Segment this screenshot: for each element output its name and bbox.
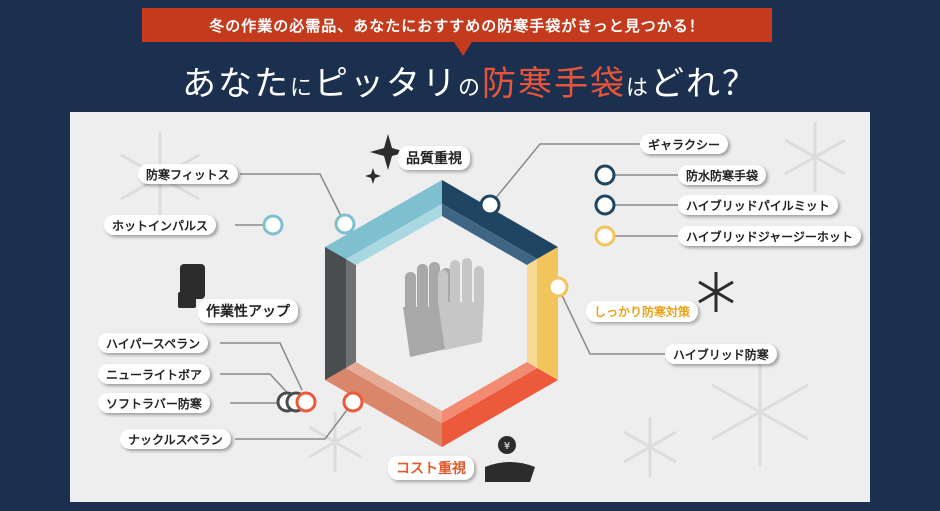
product-galaxy[interactable]: ギャラクシー: [640, 134, 729, 154]
fist-icon: [178, 264, 205, 308]
hex-section-right: [537, 247, 558, 380]
coin-hand-icon: ¥: [485, 436, 535, 482]
indicator-circle-waterproof: [594, 164, 616, 186]
category-warmth: しっかり防寒対策: [586, 301, 699, 322]
product-newlightboa[interactable]: ニューライトボア: [98, 364, 211, 384]
indicator-circles: [262, 164, 616, 413]
indicator-circle-softrubber: [295, 391, 317, 413]
category-cost: コスト重視: [388, 456, 474, 480]
product-hyperspelan[interactable]: ハイパースペラン: [98, 333, 209, 353]
product-knucklespelan[interactable]: ナックルスペラン: [120, 429, 231, 449]
indicator-circle-galaxy: [479, 194, 501, 216]
snowflake-icon: [698, 272, 734, 312]
category-quality: 品質重視: [398, 146, 470, 170]
indicator-circle-fitz: [334, 213, 356, 235]
banner-pointer: [454, 42, 472, 56]
indicator-circle-hybrid: [547, 276, 569, 298]
indicator-circle-knuckle: [342, 391, 364, 413]
indicator-circle-hotimpulse: [262, 214, 284, 236]
product-jerseyhot[interactable]: ハイブリッドジャージーホット: [678, 226, 861, 246]
product-fitz[interactable]: 防寒フィットス: [138, 164, 238, 184]
hex-section-bottom-right: [442, 368, 558, 447]
indicator-circle-jerseyhot: [594, 225, 616, 247]
svg-text:¥: ¥: [504, 441, 510, 452]
hex-section-top-left: [325, 180, 442, 259]
gloves-icon: [403, 258, 484, 357]
header-banner: 冬の作業の必需品、あなたにおすすめの防寒手袋がきっと見つかる！: [142, 8, 772, 42]
connector-lines: [220, 143, 678, 440]
banner-text: 冬の作業の必需品、あなたにおすすめの防寒手袋がきっと見つかる！: [209, 16, 705, 35]
product-softrubber[interactable]: ソフトラバー防寒: [98, 393, 210, 413]
hex-section-bottom-left: [325, 368, 442, 447]
page-title: あなたにピッタリの防寒手袋はどれ？: [181, 64, 759, 104]
hex-section-top-right: [442, 180, 558, 259]
sparkle-icon: [365, 134, 406, 184]
snowflake-icon: [120, 122, 846, 477]
diagram-panel: ¥ 品質重視 作業性アップ しっかり防寒対策 コスト重視 防寒フィットス ホット…: [70, 112, 870, 502]
hex-section-left: [325, 247, 346, 380]
product-hotimpulse[interactable]: ホットインパルス: [104, 215, 217, 235]
indicator-circle-pilemitt: [594, 194, 616, 216]
product-pilemitt[interactable]: ハイブリッドパイルミット: [678, 195, 838, 215]
category-workability: 作業性アップ: [198, 299, 298, 323]
hexagon-diagram: ¥: [120, 122, 846, 482]
product-waterproof[interactable]: 防水防寒手袋: [678, 165, 767, 185]
product-hybrid[interactable]: ハイブリッド防寒: [665, 344, 777, 364]
